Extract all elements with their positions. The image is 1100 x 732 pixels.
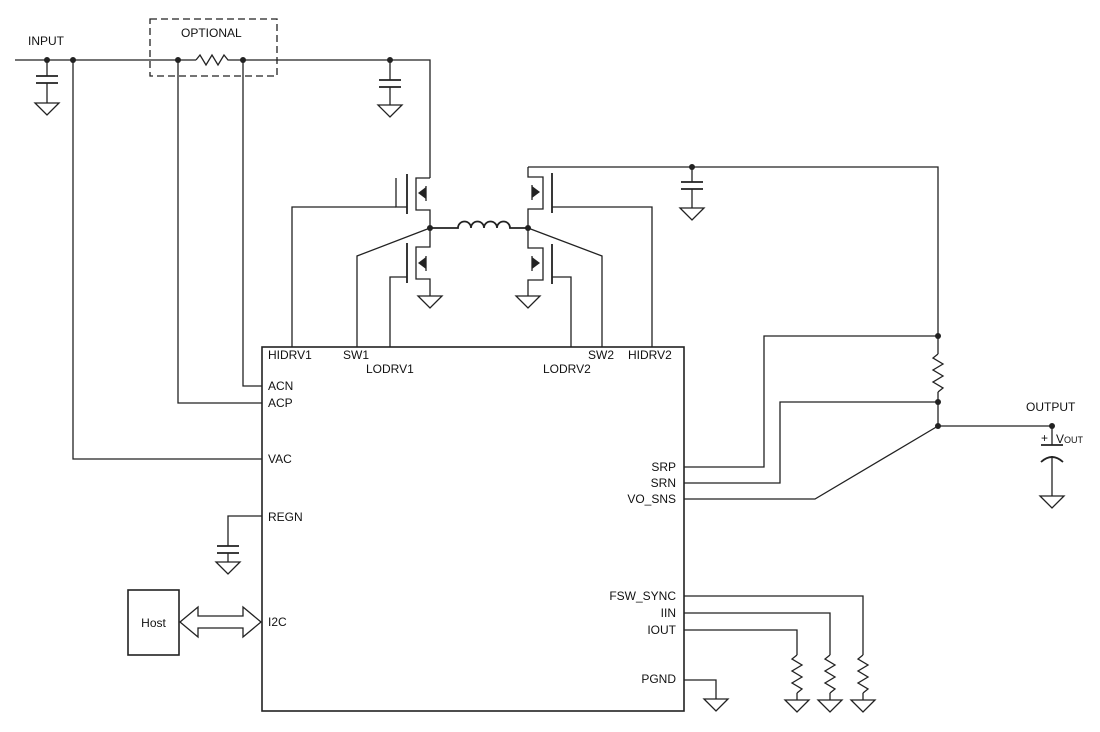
vout-plus: +	[1041, 431, 1048, 445]
output-label: OUTPUT	[1026, 400, 1076, 414]
pin-i2c: I2C	[268, 615, 287, 629]
acn-wire	[242, 60, 262, 387]
pin-hidrv2: HIDRV2	[628, 348, 672, 362]
vac-wire	[72, 60, 262, 460]
output-capacitor-2	[1039, 444, 1065, 509]
host-label: Host	[141, 616, 166, 630]
optional-label: OPTIONAL	[181, 26, 242, 40]
low-side-fet-2	[515, 228, 572, 347]
controller-ic	[261, 346, 685, 712]
pin-lodrv2: LODRV2	[543, 362, 591, 376]
pin-sw2: SW2	[588, 348, 614, 362]
hidrv1-wire	[291, 206, 396, 347]
acp-wire	[177, 60, 262, 404]
sw2-wire	[527, 227, 603, 347]
pin-regn: REGN	[268, 510, 303, 524]
srp-wire	[684, 335, 938, 468]
pin-vo-sns: VO_SNS	[627, 492, 676, 506]
pin-fsw-sync: FSW_SYNC	[609, 589, 676, 603]
input-label: INPUT	[28, 34, 65, 48]
sw1-wire	[356, 227, 431, 347]
pin-acn: ACN	[268, 379, 293, 393]
pin-acp: ACP	[268, 396, 293, 410]
pin-pgnd: PGND	[641, 672, 676, 686]
sense-resistor	[932, 336, 944, 426]
output-capacitor-1	[679, 164, 705, 221]
pin-iin: IIN	[661, 606, 676, 620]
inductor	[430, 220, 530, 229]
optional-box	[149, 18, 278, 77]
output-wire	[938, 425, 1053, 445]
high-side-fet-2	[527, 167, 653, 347]
pin-sw1: SW1	[343, 348, 369, 362]
pgnd-ground	[684, 679, 729, 712]
iin-resistor	[684, 612, 843, 713]
input-bulk-capacitor	[377, 57, 403, 118]
pin-vac: VAC	[268, 452, 292, 466]
optional-resistor	[195, 53, 276, 67]
srn-wire	[684, 401, 938, 484]
pin-srp: SRP	[651, 460, 676, 474]
output-rail	[528, 166, 939, 336]
pin-iout: IOUT	[647, 623, 676, 637]
input-rail-right	[276, 59, 431, 178]
low-side-fet-1	[389, 228, 443, 347]
i2c-bus-arrow	[178, 605, 263, 639]
vout-label: VOUT	[1056, 432, 1084, 446]
vo-sns-wire	[684, 425, 939, 500]
iout-resistor	[684, 629, 810, 713]
high-side-fet-1	[395, 174, 431, 228]
host-box	[127, 589, 180, 656]
pin-lodrv1: LODRV1	[366, 362, 414, 376]
pin-srn: SRN	[651, 476, 676, 490]
regn-capacitor	[215, 515, 262, 575]
input-capacitor	[34, 57, 60, 116]
fsw-sync-resistor	[684, 595, 876, 713]
pin-hidrv1: HIDRV1	[268, 348, 312, 362]
